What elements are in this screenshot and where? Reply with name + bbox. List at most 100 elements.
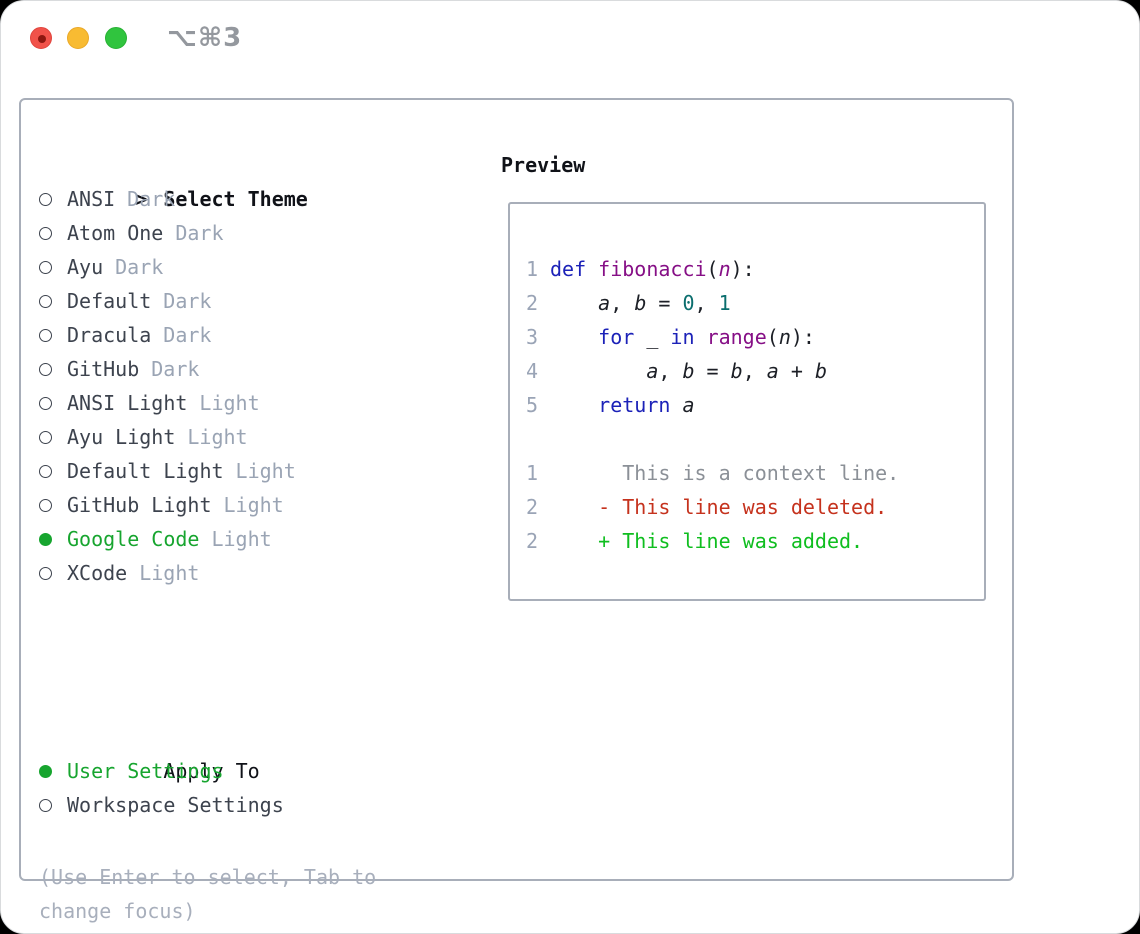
variant-tag: Dark xyxy=(127,187,176,211)
title-bar: ⌥⌘3 xyxy=(1,1,1139,77)
option-label: Workspace Settings xyxy=(67,793,284,817)
option-label: GitHub xyxy=(67,357,140,381)
apply-target-item[interactable]: Workspace Settings xyxy=(39,788,284,822)
radio-icon xyxy=(39,226,52,240)
line-number: 4 xyxy=(526,359,539,383)
radio-icon xyxy=(39,464,52,478)
selected-radio-icon xyxy=(39,764,52,778)
code-line: 2 + This line was added. xyxy=(526,524,899,558)
apply-to-label: Apply To xyxy=(163,759,260,783)
theme-item[interactable]: Atom One Dark xyxy=(39,216,308,250)
radio-icon xyxy=(39,498,52,512)
minimize-button[interactable] xyxy=(67,27,89,49)
code-token xyxy=(550,393,598,417)
radio-icon xyxy=(39,362,52,376)
code-token: ): xyxy=(730,257,755,281)
theme-item[interactable]: GitHub Light Light xyxy=(39,488,308,522)
theme-item[interactable]: ANSI Dark xyxy=(39,182,308,216)
zoom-button[interactable] xyxy=(105,27,127,49)
variant-tag: Light xyxy=(235,459,296,483)
code-token: = xyxy=(646,291,683,315)
close-button[interactable] xyxy=(30,27,52,49)
code-line: 2 - This line was deleted. xyxy=(526,490,899,524)
code-token: , xyxy=(658,359,683,383)
code-token: a xyxy=(682,393,695,417)
radio-icon xyxy=(39,192,52,206)
code-token xyxy=(670,393,682,417)
option-label: Google Code xyxy=(67,527,200,551)
radio-icon xyxy=(39,430,52,444)
variant-tag: Light xyxy=(139,561,200,585)
theme-item[interactable]: Google Code Light xyxy=(39,522,308,556)
code-line: 4 a, b = b, a + b xyxy=(526,354,899,388)
option-label: ANSI Light xyxy=(67,391,188,415)
code-token: ( xyxy=(766,325,779,349)
variant-tag: Dark xyxy=(115,255,164,279)
line-number: 5 xyxy=(526,393,539,417)
code-token: , xyxy=(694,291,719,315)
radio-icon xyxy=(39,566,52,580)
code-token: , xyxy=(742,359,767,383)
radio-icon xyxy=(39,798,52,812)
code-token: ): xyxy=(790,325,815,349)
theme-item[interactable]: Default Dark xyxy=(39,284,308,318)
code-token xyxy=(695,325,707,349)
variant-tag: Dark xyxy=(163,289,212,313)
option-label: Dracula xyxy=(67,323,152,347)
code-token: b xyxy=(682,359,695,383)
code-token: fibonacci xyxy=(598,257,707,281)
code-token: _ xyxy=(634,325,671,349)
option-label: Default Light xyxy=(67,459,224,483)
code-line xyxy=(526,422,899,456)
variant-tag: Light xyxy=(223,493,284,517)
select-theme-label: Select Theme xyxy=(163,187,308,211)
option-label: Default xyxy=(67,289,152,313)
variant-tag: Light xyxy=(211,527,272,551)
code-token xyxy=(586,257,598,281)
option-label: ANSI xyxy=(67,187,116,211)
radio-icon xyxy=(39,294,52,308)
option-label: GitHub Light xyxy=(67,493,212,517)
apply-target-item[interactable]: User Settings xyxy=(39,754,284,788)
variant-tag: Dark xyxy=(163,323,212,347)
option-label: XCode xyxy=(67,561,128,585)
line-number: 2 xyxy=(526,529,539,553)
radio-icon xyxy=(39,396,52,410)
code-token: This is a context line. xyxy=(550,461,900,485)
option-label: Atom One xyxy=(67,221,164,245)
theme-item[interactable]: XCode Light xyxy=(39,556,308,590)
code-token xyxy=(550,359,646,383)
theme-item[interactable]: Dracula Dark xyxy=(39,318,308,352)
code-line: 5 return a xyxy=(526,388,899,422)
code-token: n xyxy=(778,325,791,349)
code-token: ( xyxy=(706,257,719,281)
code-token: a xyxy=(646,359,659,383)
pointer-icon: > xyxy=(135,187,148,211)
code-token: a xyxy=(766,359,779,383)
code-line: 1 This is a context line. xyxy=(526,456,899,490)
code-line: 2 a, b = 0, 1 xyxy=(526,286,899,320)
line-number: 1 xyxy=(526,257,539,281)
radio-icon xyxy=(39,260,52,274)
option-label: Ayu Light xyxy=(67,425,176,449)
code-token: range xyxy=(706,325,767,349)
theme-item[interactable]: ANSI Light Light xyxy=(39,386,308,420)
code-token: b xyxy=(814,359,827,383)
code-token: return xyxy=(598,393,671,417)
variant-tag: Dark xyxy=(175,221,224,245)
variant-tag: Light xyxy=(199,391,260,415)
code-token: + This line was added. xyxy=(550,529,864,553)
code-token: + xyxy=(778,359,815,383)
theme-item[interactable]: Default Light Light xyxy=(39,454,308,488)
selected-radio-icon xyxy=(39,532,52,546)
